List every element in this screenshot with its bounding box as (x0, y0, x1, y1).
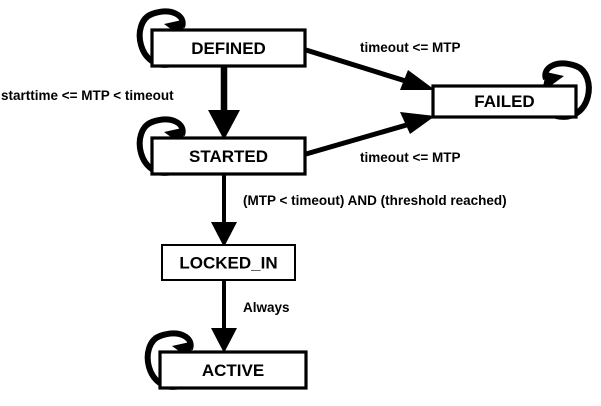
state-node-locked-in[interactable]: LOCKED_IN (161, 244, 296, 281)
state-label-started: STARTED (189, 147, 268, 166)
state-label-locked-in: LOCKED_IN (179, 253, 277, 272)
state-node-active[interactable]: ACTIVE (158, 350, 308, 390)
edge-started-to-locked-in (211, 174, 237, 247)
arrowhead-defined-to-failed (400, 70, 435, 90)
edge-locked-in-to-active (211, 281, 237, 353)
edge-defined-to-started (208, 66, 240, 140)
arrowhead-locked-in-to-active (211, 328, 237, 353)
state-label-failed: FAILED (474, 92, 534, 111)
state-node-started[interactable]: STARTED (150, 136, 307, 176)
state-box-active[interactable] (158, 350, 308, 390)
arrowhead-started-to-failed (400, 112, 435, 134)
arrowhead-started-to-locked-in (211, 222, 237, 247)
state-box-defined[interactable] (150, 28, 307, 68)
edge-label-defined-to-started: starttime <= MTP < timeout (1, 88, 174, 103)
edge-label-locked-in-to-active: Always (243, 300, 290, 315)
state-box-failed[interactable] (431, 84, 578, 119)
edge-label-started-to-locked-in: (MTP < timeout) AND (threshold reached) (243, 193, 507, 208)
arrowhead-defined-to-started (208, 110, 240, 140)
edge-label-defined-to-failed: timeout <= MTP (360, 40, 461, 55)
state-label-defined: DEFINED (191, 39, 266, 58)
state-box-locked-in[interactable] (161, 244, 296, 281)
state-node-failed[interactable]: FAILED (431, 84, 578, 119)
state-node-defined[interactable]: DEFINED (150, 28, 307, 68)
edge-started-to-failed (305, 112, 435, 157)
state-box-started[interactable] (150, 136, 307, 176)
edge-label-started-to-failed: timeout <= MTP (360, 150, 461, 165)
state-label-active: ACTIVE (202, 361, 264, 380)
edge-defined-to-failed (305, 47, 435, 90)
